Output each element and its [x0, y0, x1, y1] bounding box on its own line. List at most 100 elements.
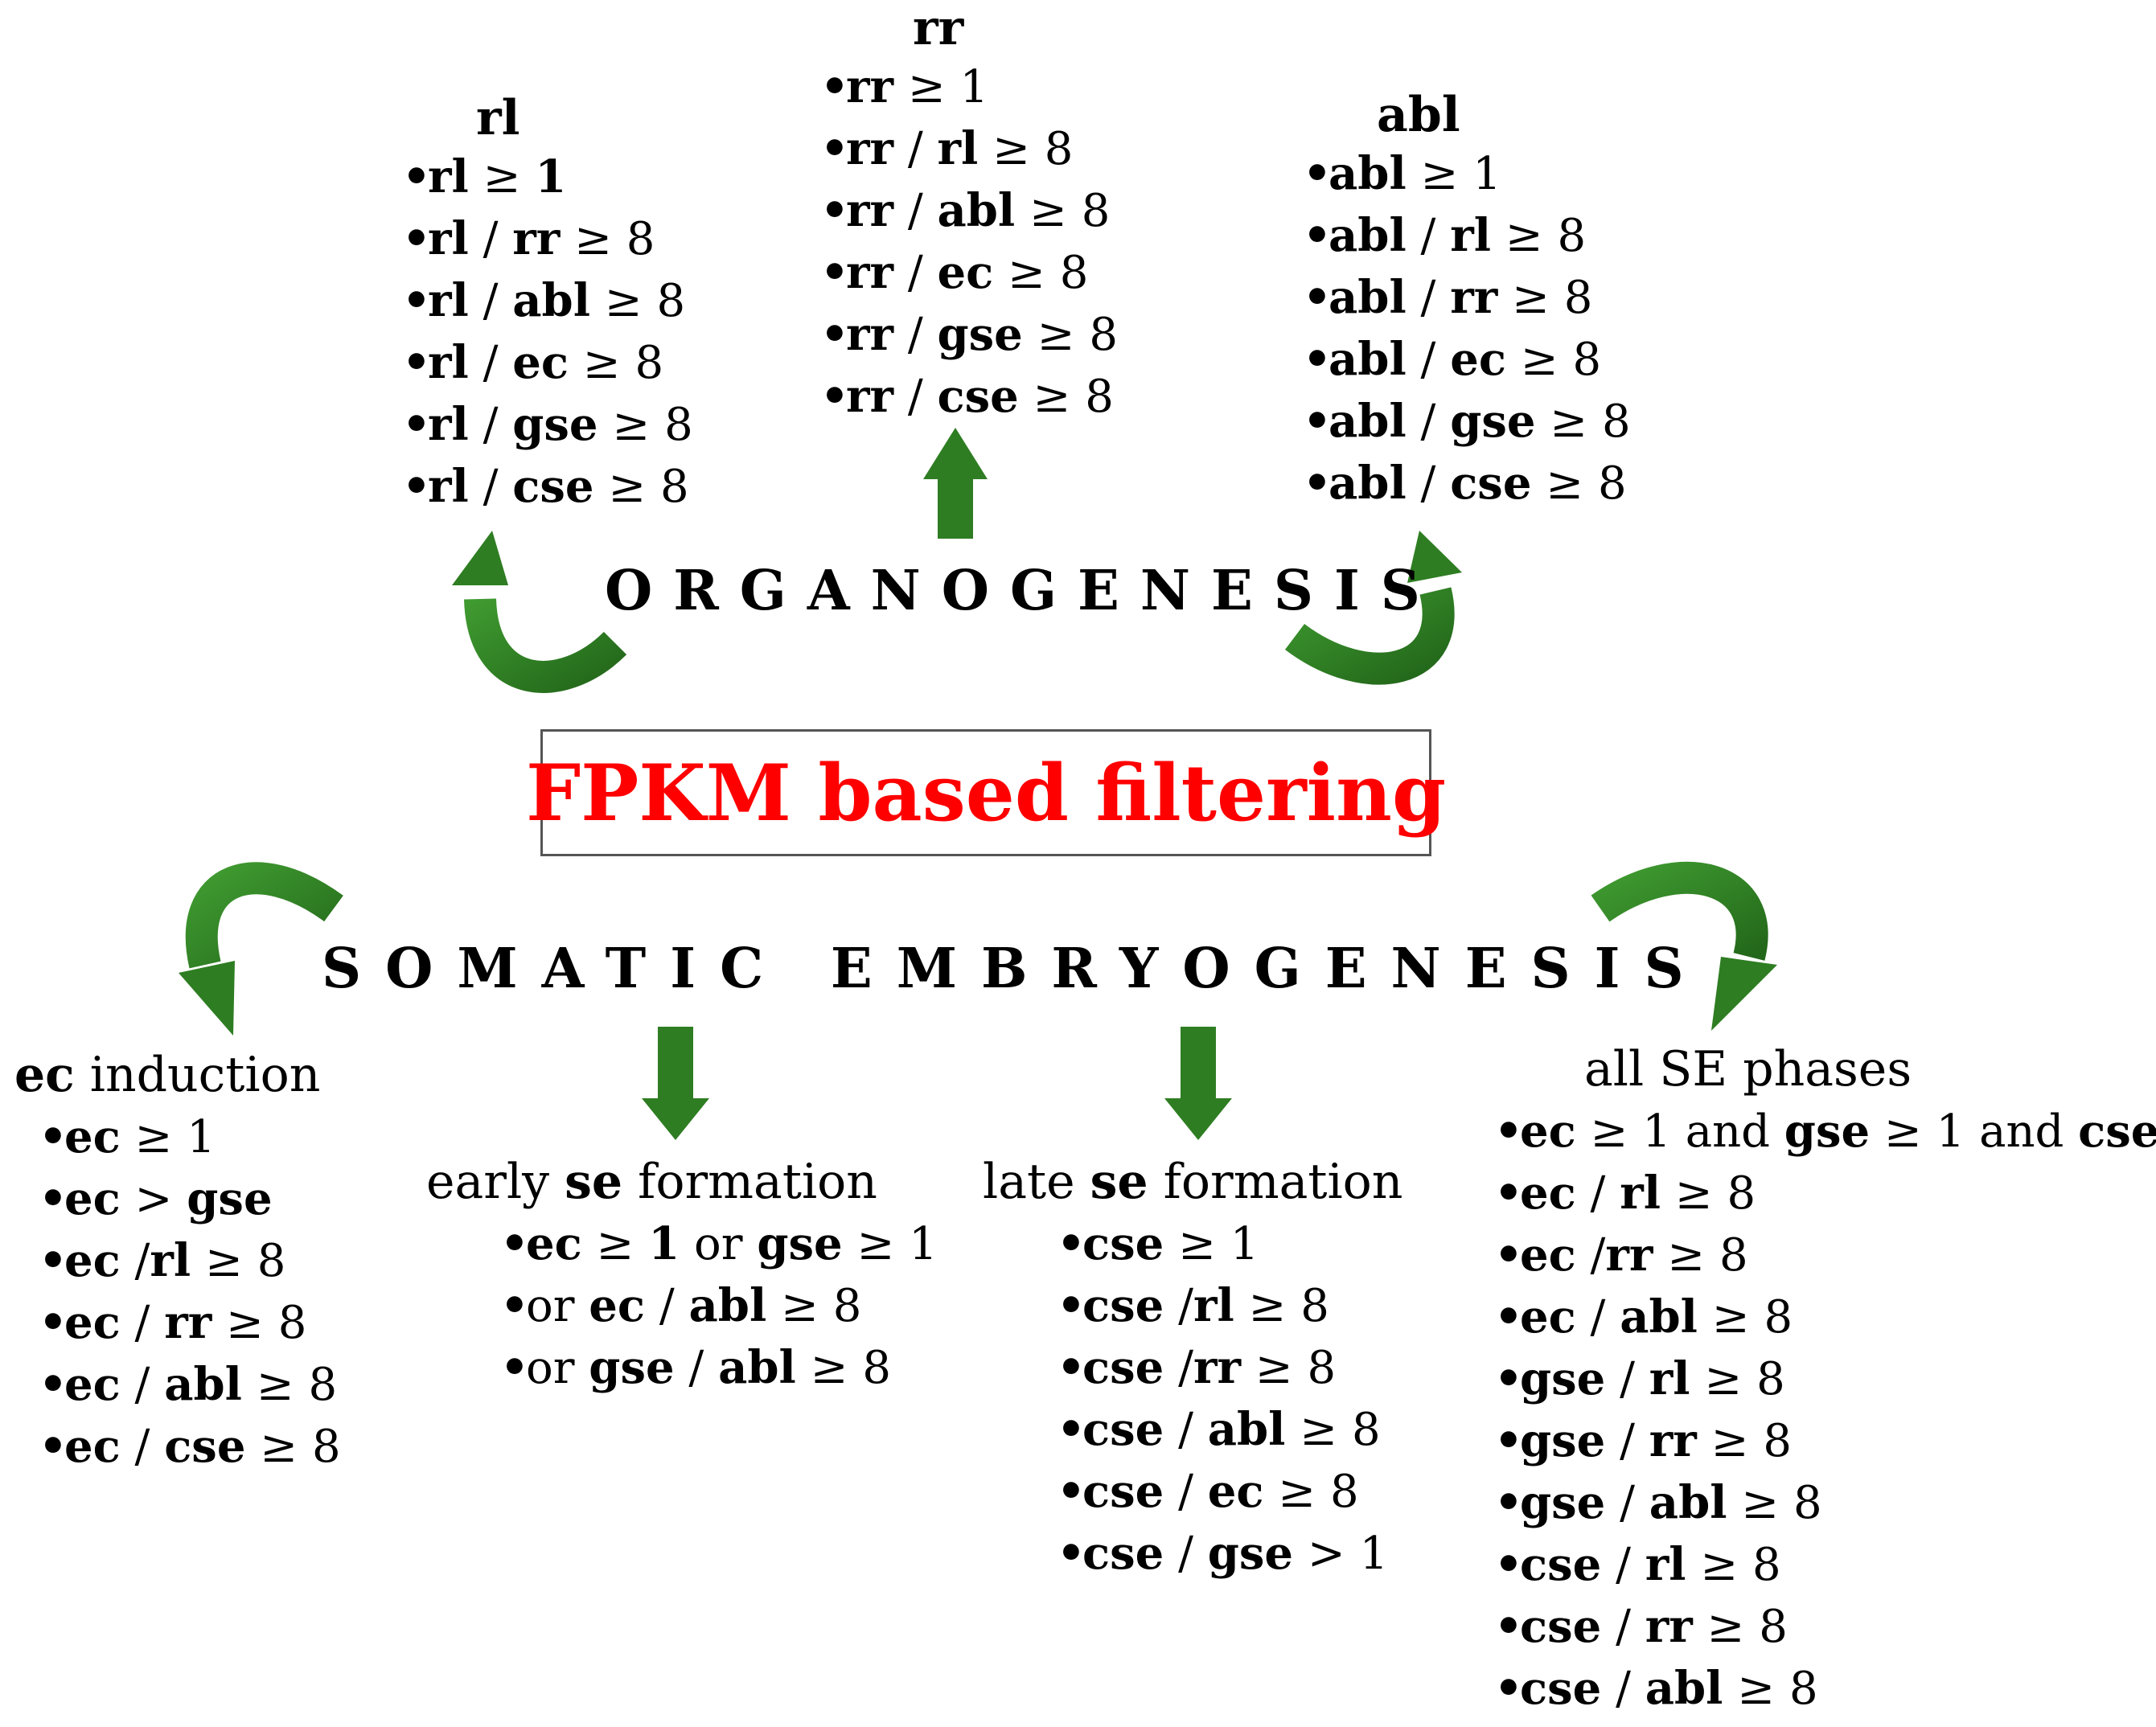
text-run: ≥ 8	[211, 1297, 307, 1349]
fpkm-filtering-box: FPKM based filtering	[526, 729, 1446, 856]
criterion-item: cse / gse > 1	[1057, 1523, 1402, 1585]
text-run: ≥ 8	[1727, 1477, 1822, 1529]
straight-arrow-late-se	[1164, 1027, 1232, 1140]
criteria-list: ec ≥ 1 and gse ≥ 1 and cse ≥ 1ec / rl ≥ …	[1494, 1101, 2156, 1720]
text-run: /	[645, 1280, 689, 1332]
text-run: or	[680, 1218, 758, 1270]
curved-arrow-ec	[179, 862, 343, 1036]
criterion-item: ec / cse ≥ 8	[39, 1416, 341, 1478]
text-run: /	[1164, 1280, 1193, 1332]
text-run: /	[1406, 334, 1451, 386]
text-run: early	[426, 1154, 565, 1210]
bold-term: rr	[1645, 1600, 1693, 1653]
criterion-item: ec / abl ≥ 8	[39, 1354, 341, 1416]
text-run: ≥ 8	[978, 123, 1074, 175]
bold-term: ec	[1520, 1290, 1576, 1343]
criterion-item: cse / abl ≥ 8	[1494, 1658, 2156, 1720]
criterion-item: rl ≥ 1	[402, 146, 693, 208]
text-run: /	[893, 371, 938, 423]
text-run: /	[1575, 1229, 1606, 1282]
text-run: ≥ 8	[1653, 1229, 1748, 1282]
text-run: ≥ 8	[560, 213, 655, 265]
bold-term: ec	[14, 1047, 75, 1103]
somatic-embryogenesis-heading: SOMATIC EMBRYOGENESIS	[322, 937, 1708, 1001]
bold-term: ec	[937, 246, 994, 299]
bold-term: rl	[1649, 1352, 1690, 1405]
bold-term: 1	[648, 1217, 680, 1270]
criterion-item: abl / rr ≥ 8	[1303, 267, 1631, 329]
bold-term: cse	[1082, 1403, 1164, 1456]
bold-term: abl	[1377, 87, 1460, 143]
bold-term: rl	[428, 398, 469, 451]
text-run: ≥ 8	[993, 247, 1089, 299]
group-title: rr	[820, 0, 1118, 56]
text-run: ≥	[468, 151, 536, 203]
bold-term: cse	[1082, 1279, 1164, 1332]
bold-term: ec	[589, 1279, 646, 1332]
bold-term: cse	[1520, 1538, 1602, 1591]
text-run: ≥ 8	[1263, 1466, 1359, 1518]
group-title: early se formation	[426, 1154, 938, 1210]
bold-term: cse	[937, 370, 1019, 423]
text-run: ≥ 8	[795, 1342, 891, 1394]
criterion-item: gse / rr ≥ 8	[1494, 1410, 2156, 1472]
bold-term: ec	[64, 1296, 121, 1349]
text-run: /	[120, 1359, 165, 1411]
text-run: ≥ 1	[1406, 148, 1501, 200]
group-rr: rr rr ≥ 1rr / rl ≥ 8rr / abl ≥ 8rr / ec …	[820, 0, 1118, 428]
bold-term: gse	[512, 398, 598, 451]
criteria-list: rr ≥ 1rr / rl ≥ 8rr / abl ≥ 8rr / ec ≥ 8…	[820, 56, 1118, 428]
text-run: /	[893, 123, 938, 175]
criterion-item: cse /rl ≥ 8	[1057, 1275, 1402, 1337]
group-title: ec induction	[14, 1047, 341, 1103]
bold-term: cse	[1082, 1217, 1164, 1270]
text-run: /	[1406, 457, 1451, 510]
text-run: ≥ 8	[1018, 371, 1114, 423]
text-run: ≥ 8	[568, 337, 664, 389]
text-run: ≥ 8	[245, 1421, 341, 1473]
bold-term: cse	[1520, 1600, 1602, 1653]
text-run: /	[1406, 272, 1451, 324]
criterion-item: rl / ec ≥ 8	[402, 332, 693, 394]
bold-term: ec	[64, 1172, 121, 1225]
bold-term: gse	[757, 1217, 843, 1270]
text-run: ≥ 8	[1723, 1663, 1818, 1715]
bold-term: abl	[164, 1358, 242, 1411]
text-run: ≥ 8	[191, 1235, 286, 1287]
criterion-item: rl / cse ≥ 8	[402, 456, 693, 518]
bold-term: abl	[1329, 395, 1407, 448]
bold-term: abl	[1207, 1403, 1286, 1456]
bold-term: abl	[1329, 457, 1407, 510]
text-run: /	[1164, 1342, 1193, 1394]
group-title: late se formation	[983, 1154, 1402, 1210]
text-run: ≥ 8	[1697, 1291, 1793, 1343]
text-run: ≥ 8	[1690, 1353, 1785, 1405]
criterion-item: rr / cse ≥ 8	[820, 366, 1118, 428]
criterion-item: cse /rr ≥ 8	[1057, 1337, 1402, 1399]
text-run: ≥ 8	[241, 1359, 338, 1411]
bold-term: rr	[846, 184, 894, 237]
criterion-item: cse ≥ 1	[1057, 1213, 1402, 1275]
criterion-item: ec ≥ 1	[39, 1106, 341, 1168]
bold-term: abl	[1649, 1476, 1727, 1529]
group-rl: rl rl ≥ 1rl / rr ≥ 8rl / abl ≥ 8rl / ec …	[402, 90, 693, 518]
bold-term: abl	[1329, 271, 1407, 324]
text-run: /	[468, 461, 513, 513]
bold-term: rl	[1645, 1538, 1686, 1591]
text-run: >	[120, 1173, 187, 1225]
bold-term: rl	[476, 90, 520, 146]
bold-term: rr	[846, 308, 894, 361]
bold-term: gse	[1520, 1414, 1606, 1467]
criteria-list: rl ≥ 1rl / rr ≥ 8rl / abl ≥ 8rl / ec ≥ 8…	[402, 146, 693, 518]
text-run: ≥ 8	[1531, 457, 1627, 510]
group-all-se: all SE phases ec ≥ 1 and gse ≥ 1 and cse…	[1494, 1041, 2156, 1720]
text-run: /	[120, 1235, 150, 1287]
bold-term: gse	[1520, 1476, 1606, 1529]
criteria-list: ec ≥ 1ec > gseec /rl ≥ 8ec / rr ≥ 8ec / …	[39, 1106, 341, 1478]
text-run: > 1	[1293, 1528, 1389, 1580]
text-run: ≥ 1 and	[1575, 1106, 1784, 1158]
text-run: /	[893, 185, 938, 237]
criterion-item: rr ≥ 1	[820, 56, 1118, 118]
bold-term: gse	[937, 308, 1023, 361]
criterion-item: gse / rl ≥ 8	[1494, 1348, 2156, 1410]
